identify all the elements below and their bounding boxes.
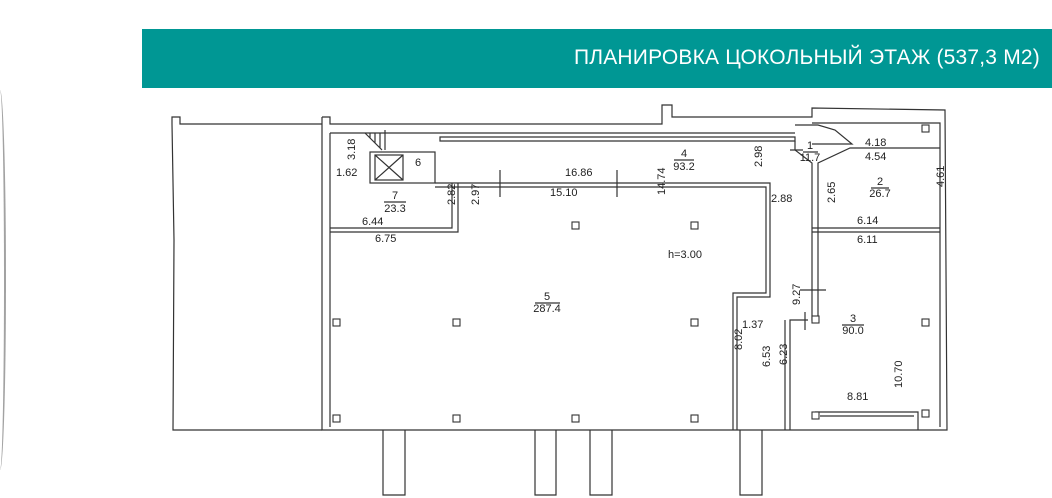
room-2-number: 2	[877, 176, 883, 188]
dim-8-02: 8.02	[733, 329, 745, 350]
dim-16-86: 16.86	[565, 167, 593, 179]
area-underlines	[384, 151, 889, 326]
annex-outline	[171, 116, 322, 431]
room-labels: 1 11.7 2 26.7 3 90.0 4 93.2 5 287.4 6 7 …	[384, 140, 890, 337]
dim-6-75: 6.75	[375, 233, 396, 245]
dim-2-82: 2.82	[446, 184, 458, 205]
slide-edge-decoration	[0, 90, 6, 470]
room-5-area: 287.4	[533, 303, 561, 315]
room-1-number: 1	[807, 140, 813, 152]
ceiling-height: h=3.00	[668, 249, 702, 261]
room-6-outline	[369, 151, 436, 184]
dim-6-53: 6.53	[761, 346, 773, 367]
dim-14-74: 14.74	[656, 167, 668, 195]
dim-4-54: 4.54	[865, 151, 886, 163]
room-3-number: 3	[850, 313, 856, 325]
dim-9-27: 9.27	[791, 284, 803, 305]
dim-6-44: 6.44	[362, 216, 383, 228]
elevator-icon	[374, 154, 404, 181]
foundation-legs	[382, 430, 763, 496]
room-2-area: 26.7	[869, 188, 890, 200]
dimension-ticks	[499, 149, 826, 330]
room-7-area: 23.3	[384, 203, 405, 215]
room-7-number: 7	[392, 190, 398, 202]
room-4-number: 4	[681, 148, 687, 160]
page-title: ПЛАНИРОВКА ЦОКОЛЬНЫЙ ЭТАЖ (537,3 М2)	[573, 46, 1040, 69]
pillars	[332, 124, 930, 423]
dim-8-81: 8.81	[847, 391, 868, 403]
dim-3-18: 3.18	[346, 139, 358, 160]
dim-6-11: 6.11	[857, 234, 878, 246]
dim-2-97: 2.97	[470, 184, 482, 205]
inner-top-wall	[329, 122, 941, 427]
dim-2-65: 2.65	[826, 182, 838, 203]
dim-2-88: 2.88	[771, 193, 792, 205]
elevator-cross	[374, 154, 404, 181]
room-5-number: 5	[544, 291, 550, 303]
room-3-area: 90.0	[842, 325, 863, 337]
outer-walls	[321, 104, 948, 431]
dim-15-10: 15.10	[550, 187, 578, 199]
dim-6-14: 6.14	[857, 215, 878, 227]
room-4-area: 93.2	[673, 161, 694, 173]
right-section-walls	[784, 124, 940, 430]
dim-4-61: 4.61	[935, 166, 947, 187]
stair-icon	[364, 130, 386, 151]
dim-10-70: 10.70	[893, 360, 905, 388]
dim-1-62: 1.62	[336, 167, 357, 179]
dim-1-37: 1.37	[742, 319, 763, 331]
dim-4-18: 4.18	[865, 137, 886, 149]
room-6-number: 6	[415, 157, 421, 169]
title-banner: ПЛАНИРОВКА ЦОКОЛЬНЫЙ ЭТАЖ (537,3 М2)	[142, 29, 1052, 88]
dimension-labels: 3.18 1.62 6.44 6.75 2.82 2.97 16.86 15.1…	[336, 137, 947, 403]
dim-6-23: 6.23	[778, 344, 790, 365]
room-7-walls	[330, 182, 771, 430]
room-1-area: 11.7	[800, 152, 821, 164]
dim-2-98: 2.98	[753, 146, 765, 167]
